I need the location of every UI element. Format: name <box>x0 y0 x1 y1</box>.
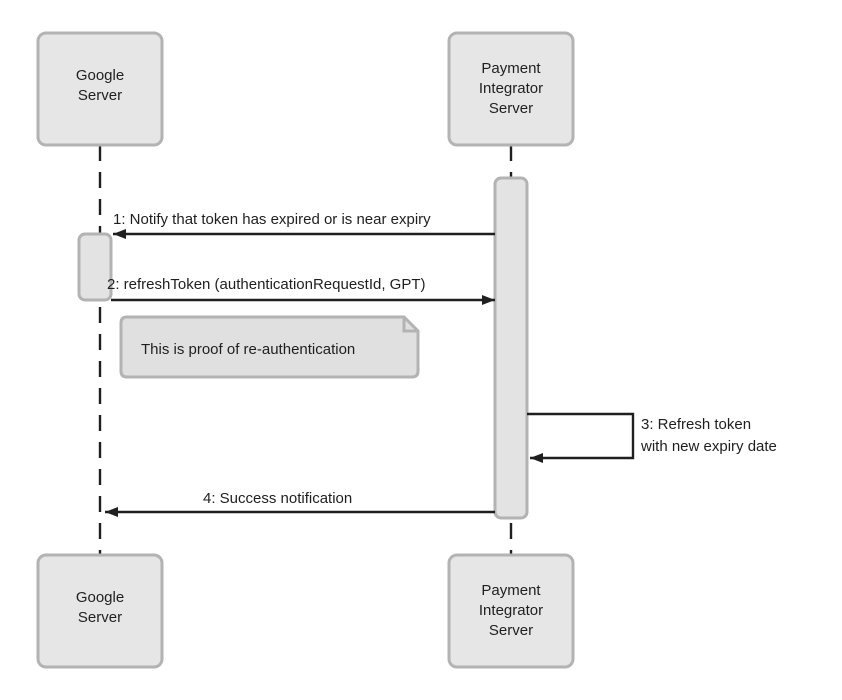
participant-google-server-bottom[interactable]: Google Server <box>36 553 164 669</box>
message-3-label-line-1: 3: Refresh token <box>641 416 751 433</box>
note-fold-icon <box>402 317 418 333</box>
participant-box[interactable] <box>36 31 164 147</box>
activation-bars-group <box>77 176 529 520</box>
note-proof-of-reauthentication[interactable]: This is proof of re-authentication <box>119 315 420 379</box>
participant-label-line-3: Server <box>489 622 533 639</box>
participant-label-line-2: Server <box>78 87 122 104</box>
message-1-notify-token-expired[interactable]: 1: Notify that token has expired or is n… <box>113 211 495 239</box>
message-3-self-loop[interactable] <box>527 412 635 463</box>
participant-label-line-2: Server <box>78 609 122 626</box>
message-4-success-notification[interactable]: 4: Success notification <box>105 490 495 517</box>
message-3-label-line-2: with new expiry date <box>640 438 777 455</box>
note-text: This is proof of re-authentication <box>141 341 355 358</box>
message-2-label: 2: refreshToken (authenticationRequestId… <box>107 276 426 293</box>
participant-label-line-1: Payment <box>481 582 541 599</box>
participant-payment-integrator-server-bottom[interactable]: Payment Integrator Server <box>447 553 575 669</box>
participant-label-line-2: Integrator <box>479 602 543 619</box>
participant-label-line-1: Google <box>76 589 124 606</box>
participant-box[interactable] <box>447 553 575 669</box>
message-1-label: 1: Notify that token has expired or is n… <box>113 211 431 228</box>
participant-google-server-top[interactable]: Google Server <box>36 31 164 147</box>
message-4-label: 4: Success notification <box>203 490 352 507</box>
participant-box[interactable] <box>36 553 164 669</box>
activation-bar-payment-integrator <box>493 176 529 520</box>
participant-label-line-3: Server <box>489 100 533 117</box>
participant-label-line-1: Payment <box>481 60 541 77</box>
note-shape[interactable] <box>119 315 420 379</box>
participant-payment-integrator-server-top[interactable]: Payment Integrator Server <box>447 31 575 147</box>
activation-bar-google-server <box>77 232 113 302</box>
message-3-refresh-token-self[interactable]: 3: Refresh token with new expiry date <box>527 412 777 463</box>
participant-label-line-2: Integrator <box>479 80 543 97</box>
participant-label-line-1: Google <box>76 67 124 84</box>
message-2-refresh-token[interactable]: 2: refreshToken (authenticationRequestId… <box>107 276 495 305</box>
participant-box[interactable] <box>447 31 575 147</box>
